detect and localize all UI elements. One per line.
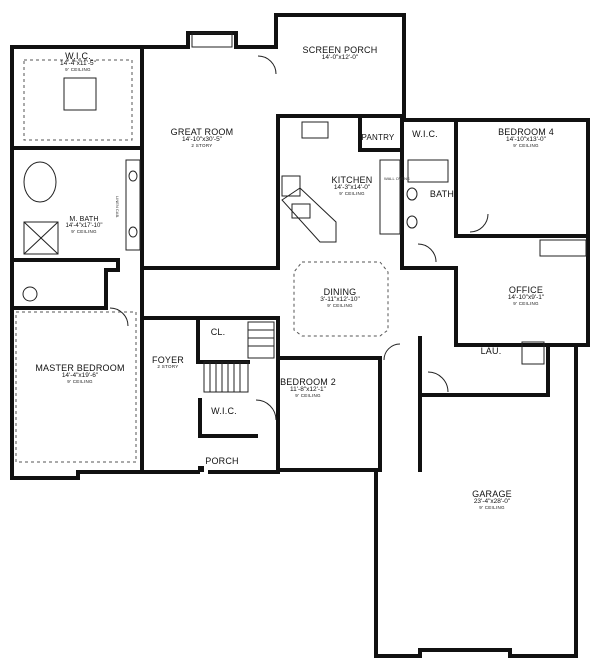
room-name: BEDROOM 2 <box>280 377 336 387</box>
room-dims: 23'-4"x28'-0" <box>473 498 511 506</box>
room-label-bedroom4: BEDROOM 4 14'-10"x13'-0" 9' CEILING <box>498 127 554 149</box>
room-dims: 3'-11"x12'-10" <box>320 296 360 304</box>
room-label-bedroom2: BEDROOM 2 11'-8"x12'-1" 9' CEILING <box>280 377 336 399</box>
room-dims: 14'-4"x11'-5" <box>60 60 96 68</box>
room-dims: 14'-10"x13'-0" <box>506 136 546 144</box>
room-label-wic-bedroom2: W.I.C. <box>211 406 237 416</box>
room-label-wic-master: W.I.C. 14'-4"x11'-5" 9' CEILING <box>60 51 96 73</box>
room-name: DINING <box>323 287 357 297</box>
room-name: BEDROOM 4 <box>498 127 554 137</box>
room-dims: 14'-3"x14'-0" <box>333 184 371 192</box>
room-ceiling: 9' CEILING <box>479 505 505 511</box>
exterior-walls <box>10 13 590 658</box>
room-dims: 14'-10"x9'-1" <box>507 294 545 302</box>
room-name: LAU. <box>480 346 502 356</box>
room-name: GREAT ROOM <box>170 127 234 137</box>
staircase <box>203 321 275 393</box>
room-ceiling: 9' CEILING <box>513 301 539 307</box>
room-name: PANTRY <box>361 133 395 142</box>
room-name: W.I.C. <box>412 129 438 139</box>
room-name: CL. <box>210 327 226 337</box>
room-label-laundry: LAU. <box>480 346 502 356</box>
room-name: OFFICE <box>508 285 544 295</box>
room-label-closet: CL. <box>210 327 226 337</box>
room-label-office: OFFICE 14'-10"x9'-1" 9' CEILING <box>507 285 545 307</box>
room-label-bath: BATH <box>429 189 455 199</box>
room-name: W.I.C. <box>65 51 91 61</box>
room-name: W.I.C. <box>211 406 237 416</box>
porch-post <box>198 466 204 472</box>
room-label-kitchen: KITCHEN 14'-3"x14'-0" 9' CEILING <box>331 175 373 197</box>
room-label-wic-bedroom4: W.I.C. <box>412 129 438 139</box>
room-name: SCREEN PORCH <box>302 45 378 55</box>
room-ceiling: 9' CEILING <box>295 393 321 399</box>
interior-walls <box>10 48 590 472</box>
room-name: BATH <box>429 189 455 199</box>
room-label-garage: GARAGE 23'-4"x28'-0" 9' CEILING <box>472 489 512 511</box>
room-label-foyer: FOYER 2 STORY <box>151 355 185 370</box>
room-label-master-bedroom: MASTER BEDROOM 14'-4"x19'-6" 9' CEILING <box>35 363 125 385</box>
room-ceiling: 9' CEILING <box>71 228 97 234</box>
room-label-pantry: PANTRY <box>361 133 395 142</box>
room-ceiling: 2 STORY <box>191 143 213 149</box>
room-ceiling: 9' CEILING <box>513 143 539 149</box>
room-dims: 2 STORY <box>157 364 179 370</box>
room-label-dining: DINING 3'-11"x12'-10" 9' CEILING <box>320 287 360 309</box>
room-label-master-bath: M. BATH 14'-4"x17'-10" 9' CEILING <box>66 216 103 234</box>
room-name: MASTER BEDROOM <box>35 363 125 373</box>
room-name: FOYER <box>151 355 185 365</box>
room-ceiling: 9' CEILING <box>67 379 93 385</box>
ceiling-outlines <box>15 59 389 463</box>
room-dims: 14'-4"x19'-6" <box>61 372 99 380</box>
linen-cabinet-note: LINEN CAB. <box>115 196 120 219</box>
wall-ovens-note: WALL OVENS <box>384 176 410 181</box>
room-ceiling: 9' CEILING <box>65 67 91 73</box>
room-ceiling: 9' CEILING <box>327 303 353 309</box>
room-name: M. BATH <box>69 216 99 223</box>
room-label-screen-porch: SCREEN PORCH 14'-0"x12'-0" <box>302 45 378 62</box>
fixtures <box>22 32 587 421</box>
room-dims: 14'-0"x12'-0" <box>321 54 359 62</box>
room-dims: 14'-10"x30'-5" <box>182 136 222 144</box>
room-ceiling: 9' CEILING <box>339 191 365 197</box>
room-name: KITCHEN <box>331 175 373 185</box>
room-name: PORCH <box>205 456 239 466</box>
room-label-great-room: GREAT ROOM 14'-10"x30'-5" 2 STORY <box>170 127 234 149</box>
room-name: GARAGE <box>472 489 512 499</box>
room-label-porch: PORCH <box>205 456 239 466</box>
room-dims: 11'-8"x12'-1" <box>290 386 326 394</box>
room-dims: 14'-4"x17'-10" <box>65 223 103 230</box>
